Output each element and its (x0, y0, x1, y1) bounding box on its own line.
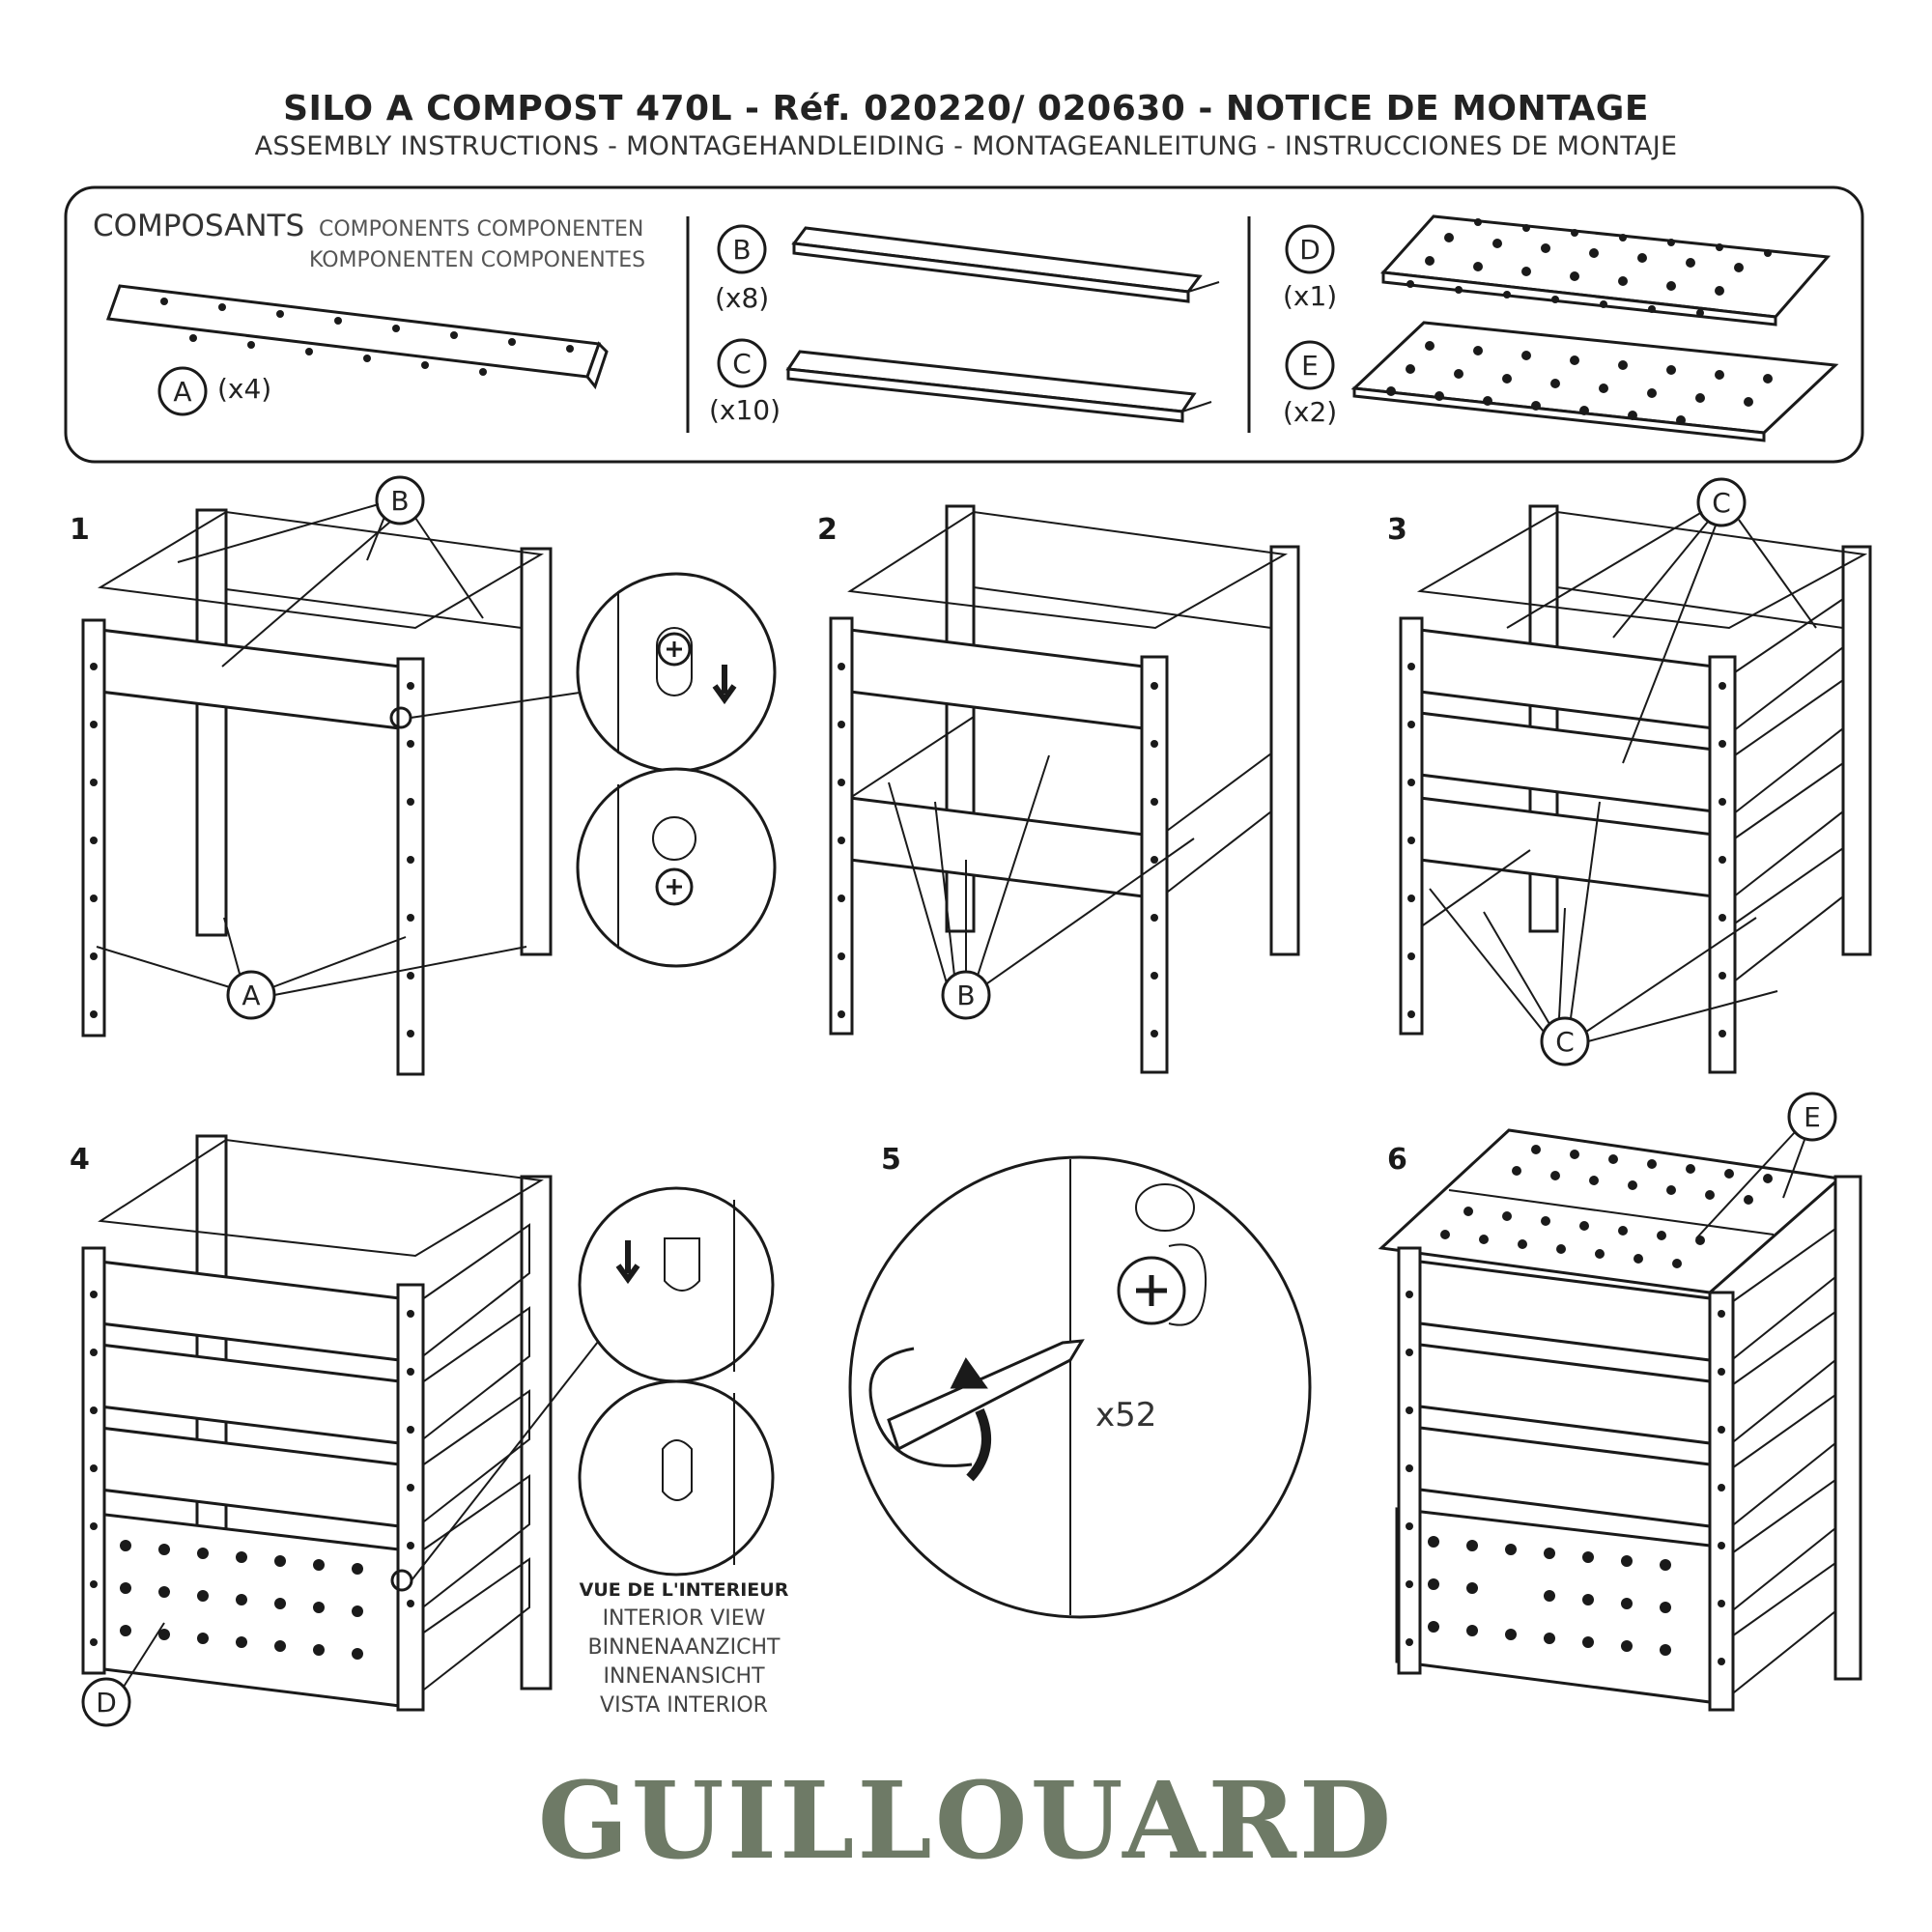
component-c-board: C (x10) (709, 338, 1212, 426)
step-1-callout-a: A (242, 980, 260, 1011)
step-4-callout-d: D (96, 1687, 117, 1719)
step-4: 4 D (70, 1134, 789, 1727)
step-1: 1 B A (70, 475, 777, 1076)
component-b-letter: B (732, 234, 751, 266)
step-5-number: 5 (881, 1143, 901, 1177)
step-6-number: 6 (1387, 1143, 1407, 1177)
step-3-callout-c-top: C (1712, 487, 1731, 519)
component-d-qty: (x1) (1283, 280, 1337, 312)
step-2-callout-b: B (956, 980, 975, 1011)
component-b-qty: (x8) (715, 282, 769, 314)
component-c-letter: C (732, 348, 752, 380)
components-translations-1: COMPONENTS COMPONENTEN (319, 217, 643, 242)
component-b-board: B (x8) (715, 224, 1220, 314)
step-3-number: 3 (1387, 513, 1407, 547)
component-e-letter: E (1301, 350, 1319, 382)
component-e-qty: (x2) (1283, 396, 1337, 428)
component-d-letter: D (1299, 234, 1321, 266)
component-a-qty: (x4) (217, 373, 271, 405)
step-2-number: 2 (817, 513, 838, 547)
component-a-letter: A (173, 376, 191, 408)
brand-logo: GUILLOUARD (537, 1758, 1395, 1883)
step-3: 3 C C (1387, 477, 1872, 1074)
step-3-callout-c-bottom: C (1555, 1026, 1575, 1058)
step-1-number: 1 (70, 513, 90, 547)
step-6: 6 (1378, 1092, 1862, 1712)
screw-count: x52 (1095, 1396, 1156, 1435)
component-a-angle-post: A (x4) (105, 284, 609, 416)
step-5: 5 x52 (848, 1143, 1312, 1619)
page-subtitle: ASSEMBLY INSTRUCTIONS - MONTAGEHANDLEIDI… (254, 131, 1678, 161)
step-6-callout-e: E (1804, 1101, 1821, 1133)
component-d-panel: D (x1) (1283, 214, 1832, 327)
step-4-number: 4 (70, 1143, 90, 1177)
component-e-panel: E (x2) (1283, 321, 1839, 442)
page-title: SILO A COMPOST 470L - Réf. 020220/ 02063… (283, 89, 1649, 128)
interior-view-de: INNENANSICHT (603, 1664, 765, 1689)
step-1-callout-b: B (390, 485, 409, 517)
interior-view-nl: BINNENAANZICHT (588, 1635, 781, 1660)
components-panel: COMPOSANTS COMPONENTS COMPONENTEN KOMPON… (64, 185, 1864, 464)
interior-view-es: VISTA INTERIOR (600, 1693, 768, 1718)
component-c-qty: (x10) (709, 394, 781, 426)
components-translations-2: KOMPONENTEN COMPONENTES (309, 248, 645, 272)
interior-view-en: INTERIOR VIEW (603, 1606, 766, 1631)
components-heading: COMPOSANTS (93, 209, 304, 243)
step-2: 2 B (817, 504, 1300, 1074)
interior-view-fr: VUE DE L'INTERIEUR (580, 1579, 789, 1601)
